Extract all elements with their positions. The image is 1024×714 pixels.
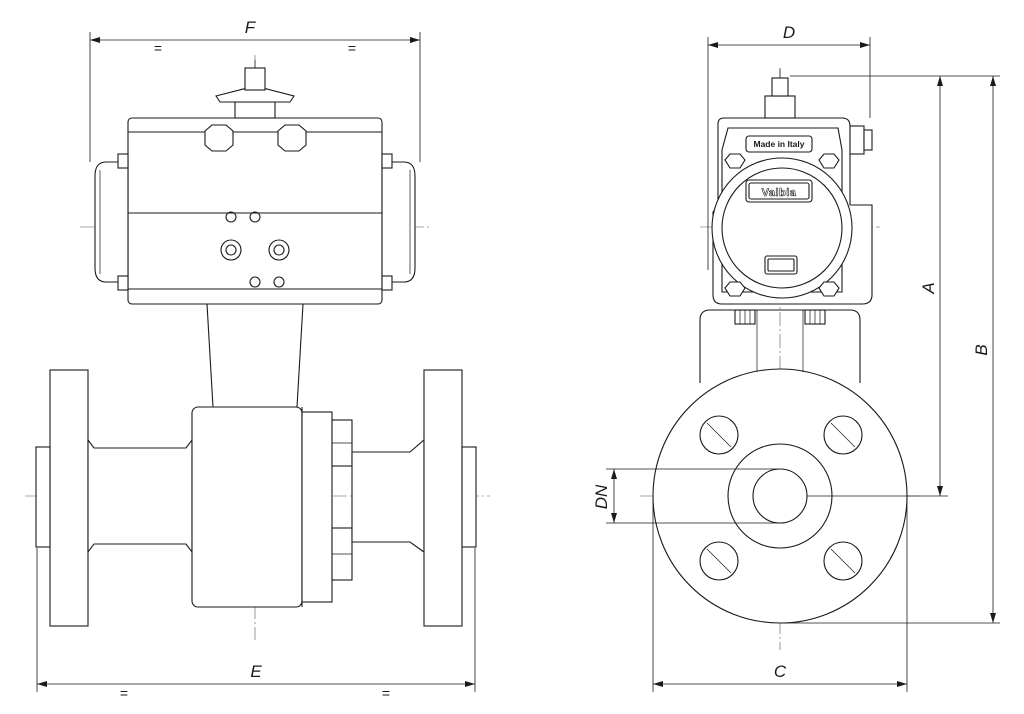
origin-plate	[745, 135, 813, 153]
origin-plate-text: Made in Italy	[753, 139, 804, 149]
dim-label-C: C	[774, 662, 787, 681]
dimension-DN: DN	[592, 468, 780, 524]
dimension-B: B	[780, 76, 1000, 624]
bracket-front	[206, 303, 304, 408]
actuator-front	[94, 60, 416, 305]
brand-plate-text: Valbia	[762, 187, 797, 199]
equal-mark-F-left: =	[154, 40, 162, 56]
side-view: Made in Italy Valbia D A	[592, 23, 1000, 692]
equal-mark-E-left: =	[120, 685, 128, 701]
dim-label-D: D	[783, 23, 795, 42]
dimension-E: E = =	[36, 548, 476, 701]
front-view: F = = E = =	[25, 18, 490, 701]
bracket-side	[699, 309, 861, 383]
dim-label-B: B	[972, 344, 991, 355]
dimension-A: A	[790, 75, 1000, 497]
dimension-C: C	[652, 496, 908, 692]
dimension-F: F = =	[89, 18, 421, 162]
actuator-side: Made in Italy Valbia	[711, 68, 873, 305]
equal-mark-F-right: =	[348, 40, 356, 56]
equal-mark-E-right: =	[382, 685, 390, 701]
valve-body-front	[35, 369, 477, 627]
dim-label-A: A	[919, 282, 938, 294]
dim-label-F: F	[245, 18, 257, 37]
dim-label-DN: DN	[592, 484, 611, 509]
dimension-D: D	[707, 23, 871, 270]
dim-label-E: E	[250, 662, 262, 681]
flange-side	[652, 368, 908, 624]
brand-plate	[745, 179, 813, 203]
